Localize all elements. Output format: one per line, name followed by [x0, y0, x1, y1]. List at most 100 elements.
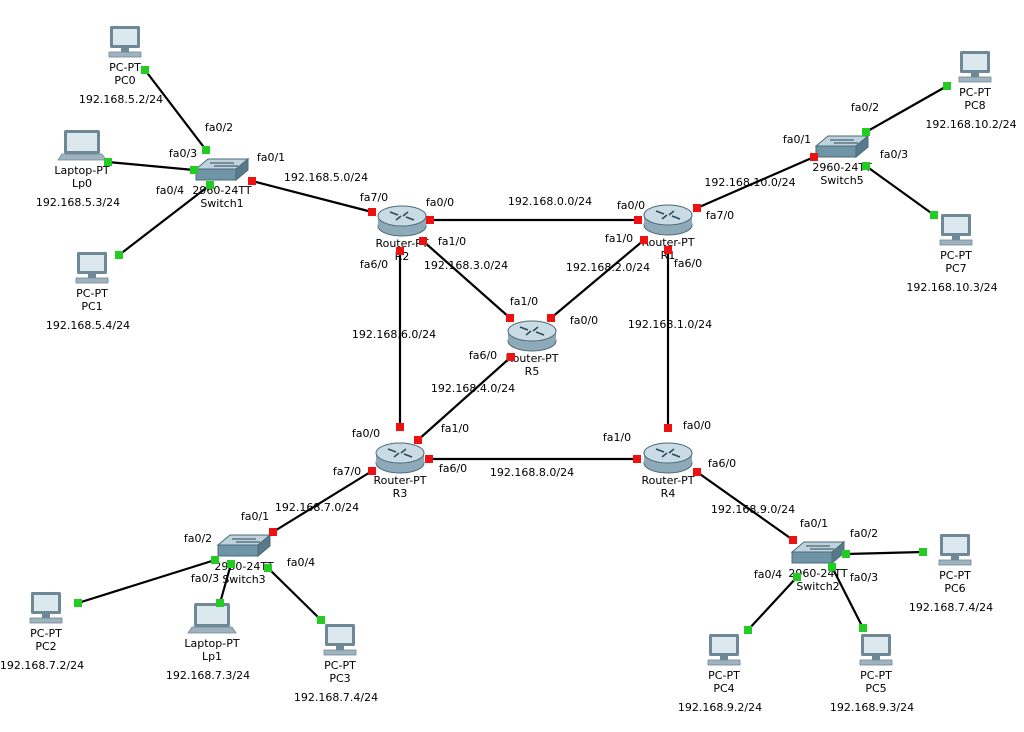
switch-arrows-icon — [830, 139, 858, 144]
port-label: fa0/4 — [287, 556, 315, 569]
device-ip-label: 192.168.10.3/24 — [906, 281, 997, 294]
link-status-dot — [141, 66, 149, 74]
device-name-label: R4 — [661, 487, 676, 500]
link-pc0-switch1[interactable] — [144, 69, 207, 151]
link-r3-switch3[interactable] — [272, 470, 373, 533]
laptop-base — [57, 153, 107, 161]
link-pc5-switch2[interactable] — [831, 566, 864, 629]
pc-screen — [864, 637, 888, 653]
port-label: fa7/0 — [360, 191, 388, 204]
pc-stand — [720, 656, 728, 660]
port-label: fa0/1 — [800, 517, 828, 530]
link-pc1-switch1[interactable] — [118, 184, 211, 256]
switch-front — [195, 168, 237, 181]
link-status-dot — [664, 424, 672, 432]
link-lp1-switch3[interactable] — [218, 563, 233, 604]
link-status-dot — [862, 162, 870, 170]
device-name-label: PC5 — [865, 682, 886, 695]
router-top — [377, 205, 427, 227]
link-status-dot — [190, 166, 198, 174]
link-pc2-switch3[interactable] — [77, 558, 216, 605]
link-r2-r5[interactable] — [422, 240, 511, 319]
network-label: 192.168.8.0/24 — [490, 466, 574, 479]
link-switch1-r2[interactable] — [251, 179, 373, 214]
router-arrows-icon — [389, 211, 415, 221]
switch-arrows-icon — [232, 538, 260, 543]
port-label: fa0/0 — [570, 314, 598, 327]
link-r1-switch5[interactable] — [696, 155, 815, 210]
link-status-dots-layer — [74, 66, 951, 634]
port-label: fa6/0 — [708, 457, 736, 470]
router-top — [643, 442, 693, 464]
link-pc3-switch3[interactable] — [267, 567, 322, 621]
device-name-label: Switch5 — [820, 174, 863, 187]
device-name-label: PC7 — [945, 262, 966, 275]
pc-stand — [121, 48, 129, 52]
device-name-label: PC8 — [964, 99, 985, 112]
switch-arrows-icon — [210, 162, 238, 167]
port-label: fa1/0 — [438, 235, 466, 248]
device-name-label: Switch2 — [796, 580, 839, 593]
device-ip-label: 192.168.5.3/24 — [36, 196, 120, 209]
device-model-label: Laptop-PT — [54, 164, 109, 177]
link-pc7-switch5[interactable] — [865, 165, 935, 216]
pc-stand — [42, 614, 50, 618]
device-name-label: Lp0 — [72, 177, 92, 190]
link-r4-switch2[interactable] — [696, 471, 794, 541]
link-status-dot — [943, 82, 951, 90]
pc-keyboard — [939, 239, 973, 246]
pc-keyboard — [707, 659, 741, 666]
device-name-label: Lp1 — [202, 650, 222, 663]
pc-keyboard — [938, 559, 972, 566]
link-r1-r5[interactable] — [550, 239, 645, 319]
port-label: fa0/0 — [617, 199, 645, 212]
pc-screen — [34, 595, 58, 611]
port-label: fa1/0 — [510, 295, 538, 308]
pc-stand — [952, 236, 960, 240]
link-r5-r3[interactable] — [417, 356, 512, 441]
network-label: 192.168.10.0/24 — [704, 176, 795, 189]
pc-keyboard — [108, 51, 142, 58]
port-label: fa0/0 — [683, 419, 711, 432]
link-status-dot — [264, 564, 272, 572]
link-pc8-switch5[interactable] — [865, 85, 948, 133]
device-model-label: Router-PT — [375, 237, 428, 250]
device-name-label: PC1 — [81, 300, 102, 313]
link-pc6-switch2[interactable] — [845, 550, 924, 556]
device-ip-label: 192.168.7.3/24 — [166, 669, 250, 682]
link-lp0-switch1[interactable] — [107, 160, 195, 172]
switch-side — [235, 157, 249, 182]
network-label: 192.168.0.0/24 — [508, 195, 592, 208]
device-model-label: PC-PT — [76, 287, 108, 300]
port-label: fa1/0 — [603, 431, 631, 444]
device-ip-label: 192.168.7.4/24 — [909, 601, 993, 614]
port-label: fa1/0 — [441, 422, 469, 435]
device-model-label: PC-PT — [30, 627, 62, 640]
links-layer — [77, 69, 948, 631]
link-status-dot — [859, 624, 867, 632]
device-model-label: PC-PT — [939, 569, 971, 582]
port-label: fa0/4 — [156, 184, 184, 197]
link-status-dot — [789, 536, 797, 544]
link-pc4-switch2[interactable] — [747, 576, 798, 631]
device-ip-label: 192.168.9.3/24 — [830, 701, 914, 714]
